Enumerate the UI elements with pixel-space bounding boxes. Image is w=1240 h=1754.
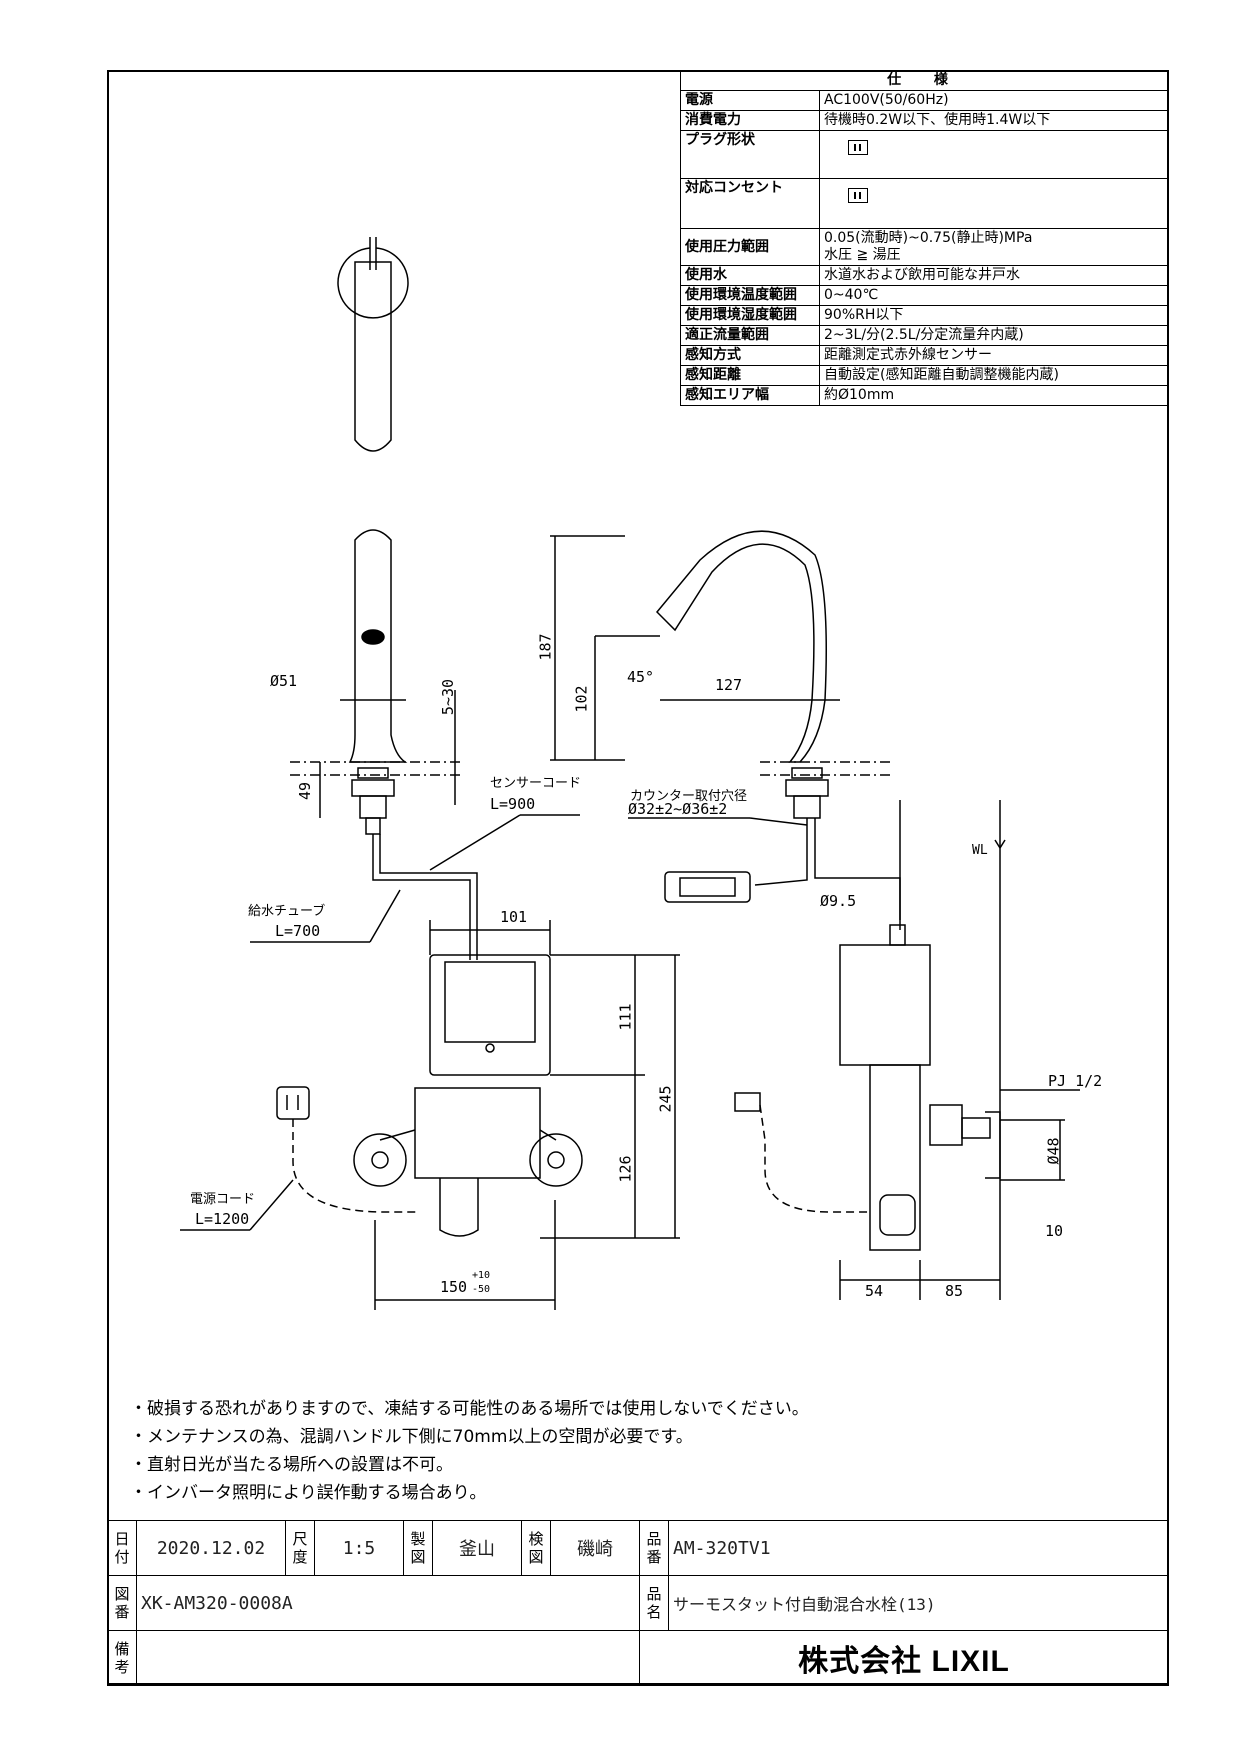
notes: 破損する恐れがありますので、凍結する可能性のある場所では使用しないでください。 …: [130, 1395, 809, 1507]
power-plug-front: [276, 1086, 420, 1213]
product-no-label: 品番: [639, 1520, 669, 1576]
dim-49: 49: [296, 781, 315, 801]
plug-icon: [848, 140, 868, 155]
scale-label: 尺度: [285, 1520, 315, 1576]
dim-diameter-48: Ø48: [1044, 1137, 1063, 1165]
dim-5-30: 5~30: [439, 678, 458, 716]
front-view: [290, 529, 478, 960]
spec-value: AC100V(50/60Hz): [819, 90, 1169, 111]
company-logo: 株式会社 LIXIL: [639, 1630, 1169, 1686]
leader-lines: [180, 814, 808, 1231]
dim-102: 102: [572, 685, 591, 713]
note-item: 破損する恐れがありますので、凍結する可能性のある場所では使用しないでください。: [130, 1395, 809, 1423]
spec-key: 感知方式: [680, 345, 820, 366]
remarks-label: 備考: [107, 1630, 137, 1686]
water-level-label: WL: [972, 843, 988, 858]
dim-angle-45: 45°: [627, 668, 655, 686]
pipe-thread-label: PJ 1/2: [1048, 1072, 1103, 1090]
spec-key: 使用環境湿度範囲: [680, 305, 820, 326]
spec-key: プラグ形状: [680, 130, 820, 179]
top-view: [337, 237, 409, 452]
product-name-value: サーモスタット付自動混合水栓(13): [668, 1575, 1169, 1631]
note-item: メンテナンスの為、混調ハンドル下側に70mm以上の空間が必要です。: [130, 1423, 809, 1451]
spec-value: 水道水および飲用可能な井戸水: [819, 265, 1169, 286]
drawn-label: 製図: [403, 1520, 433, 1576]
drawing-no-label: 図番: [107, 1575, 137, 1631]
outlet-icon: [848, 188, 868, 203]
dim-187: 187: [536, 633, 555, 661]
dim-10: 10: [1045, 1222, 1064, 1240]
product-name-label: 品名: [639, 1575, 669, 1631]
dim-245: 245: [656, 1085, 675, 1113]
dim-diameter-51: Ø51: [270, 672, 298, 690]
control-box-front: [353, 920, 680, 1310]
dim-150-tol-lower: -50: [472, 1284, 491, 1295]
drawn-value: 釜山: [432, 1520, 522, 1576]
title-block: 日付 2020.12.02 尺度 1:5 製図 釜山 検図 磯崎 品番 AM-3…: [107, 1520, 1169, 1686]
scale-value: 1:5: [314, 1520, 404, 1576]
product-no-value: AM-320TV1: [668, 1520, 1169, 1576]
spec-key: 使用圧力範囲: [680, 228, 820, 266]
spec-key: 電源: [680, 90, 820, 111]
dim-126: 126: [616, 1155, 635, 1183]
dim-150: 150: [440, 1278, 468, 1296]
counter-hole-label: カウンター取付穴径: [630, 789, 748, 804]
sensor-cord-length: L=900: [490, 795, 536, 813]
plug-shape-cell: [819, 130, 1169, 179]
spec-key: 感知距離: [680, 365, 820, 386]
checked-value: 磯崎: [550, 1520, 640, 1576]
spec-value: 90%RH以下: [819, 305, 1169, 326]
date-value: 2020.12.02: [136, 1520, 286, 1576]
power-cord-length: L=1200: [195, 1210, 250, 1228]
power-cord-label: 電源コード: [190, 1192, 256, 1207]
dim-54: 54: [865, 1282, 884, 1300]
supply-tube-label: 給水チューブ: [248, 904, 326, 919]
spec-value: 待機時0.2W以下、使用時1.4W以下: [819, 110, 1169, 131]
date-label: 日付: [107, 1520, 137, 1576]
remarks-value: [136, 1630, 640, 1686]
sensor-cord-label: センサーコード: [490, 776, 582, 791]
dim-diameter-9-5: Ø9.5: [820, 892, 857, 910]
supply-tube-length: L=700: [275, 922, 321, 940]
dim-85: 85: [945, 1282, 964, 1300]
counter-hole-value: Ø32±2~Ø36±2: [628, 800, 728, 818]
note-item: 直射日光が当たる場所への設置は不可。: [130, 1451, 809, 1479]
side-view: [550, 530, 1080, 1300]
checked-label: 検図: [521, 1520, 551, 1576]
dim-127: 127: [715, 676, 743, 694]
spec-value: 2~3L/分(2.5L/分定流量弁内蔵): [819, 325, 1169, 346]
dim-150-tol-upper: +10: [472, 1270, 491, 1281]
outlet-cell: [819, 178, 1169, 229]
pressure-note: 水圧 ≧ 湯圧: [824, 247, 901, 263]
pressure-range: 0.05(流動時)~0.75(静止時)MPa: [824, 230, 1033, 246]
dim-111: 111: [616, 1003, 635, 1031]
note-item: インバータ照明により誤作動する場合あり。: [130, 1479, 809, 1507]
spec-value: 約Ø10mm: [819, 385, 1169, 406]
drawing-no-value: XK-AM320-0008A: [136, 1575, 640, 1631]
dim-101: 101: [500, 908, 528, 926]
